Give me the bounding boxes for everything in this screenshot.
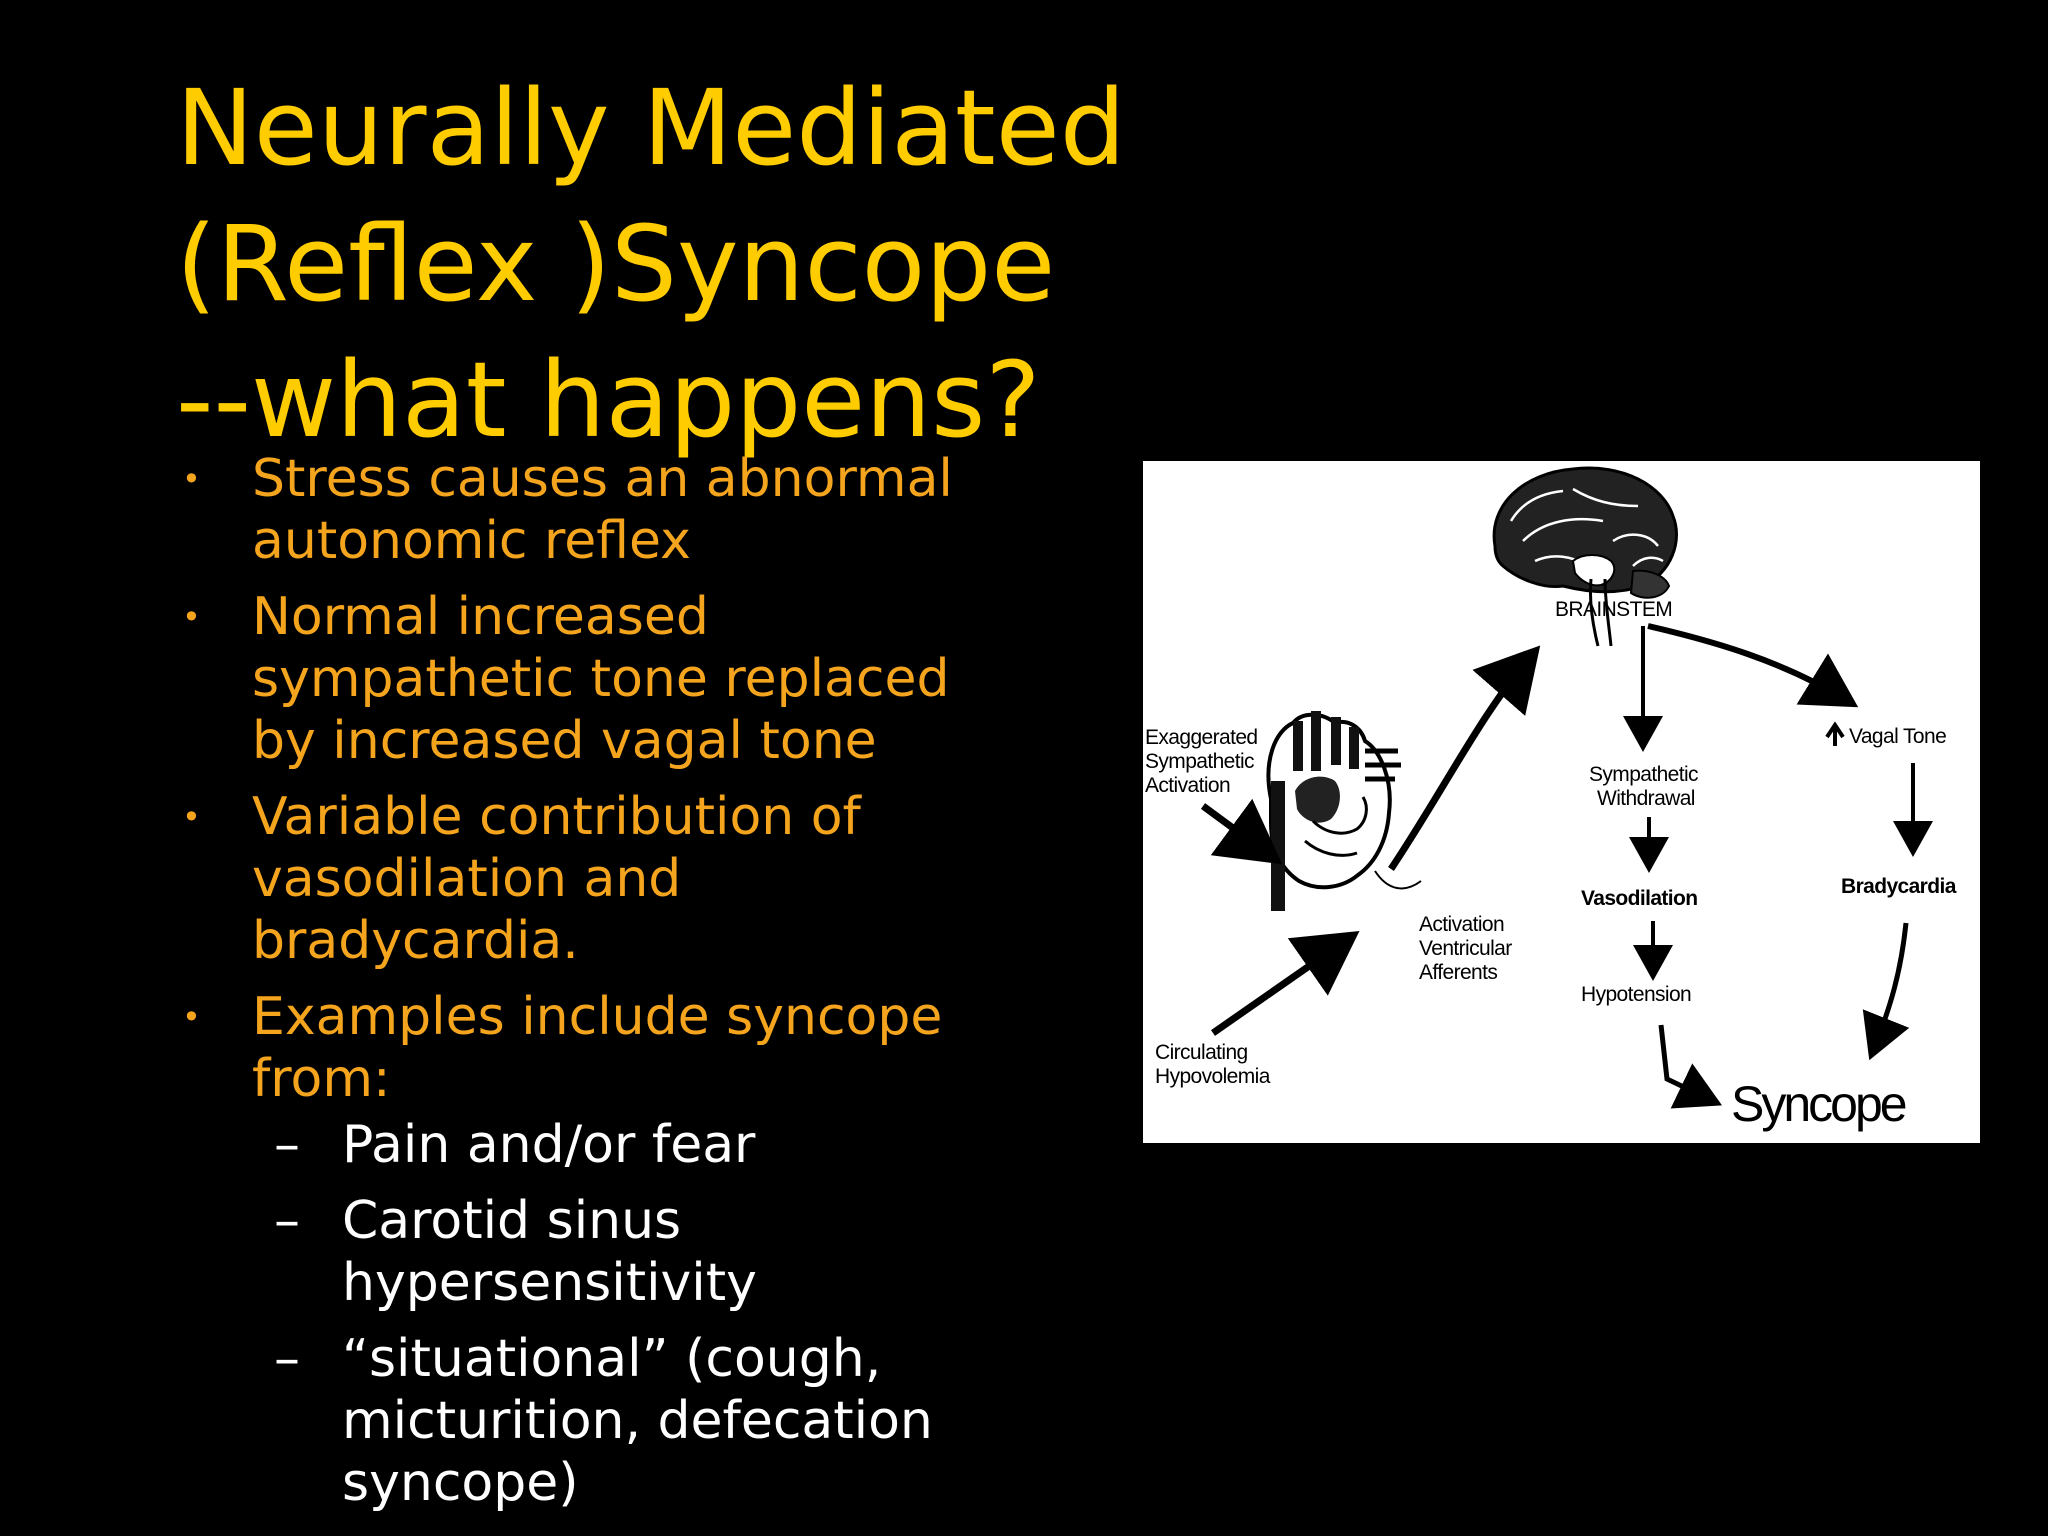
bullet-glyph: • xyxy=(182,598,201,636)
bullet-line: Examples include syncope xyxy=(252,987,943,1047)
bullet-item: • Variable contribution of vasodilation … xyxy=(180,786,1060,972)
activation-label: Ventricular xyxy=(1419,937,1512,960)
bullet-item: • Examples include syncope from: – Pain … xyxy=(180,986,1060,1514)
sub-bullet-item: – Pain and/or fear xyxy=(180,1114,1060,1176)
exaggerated-label: Activation xyxy=(1145,774,1230,797)
bullet-list: • Stress causes an abnormal autonomic re… xyxy=(180,448,1060,1528)
hypotension-label: Hypotension xyxy=(1581,983,1691,1006)
sub-bullet-item: – “situational” (cough, micturition, def… xyxy=(180,1328,1060,1514)
brainstem-label: BRAINSTEM xyxy=(1555,598,1672,621)
arrow xyxy=(1200,798,1283,865)
sub-bullet-line: hypersensitivity xyxy=(342,1253,757,1313)
bradycardia-label: Bradycardia xyxy=(1841,875,1957,898)
bullet-item: • Stress causes an abnormal autonomic re… xyxy=(180,448,1060,572)
syncope-label: Syncope xyxy=(1731,1076,1906,1132)
exaggerated-label: Exaggerated xyxy=(1145,726,1258,749)
sub-bullet-line: “situational” (cough, xyxy=(342,1329,882,1389)
up-arrow-icon xyxy=(1825,721,1845,746)
bullet-line: vasodilation and xyxy=(252,849,682,909)
arrow xyxy=(1211,931,1360,1036)
dash-glyph: – xyxy=(274,1115,300,1175)
arrow xyxy=(1658,1024,1723,1109)
sub-bullet-list: – Pain and/or fear – Carotid sinus hyper… xyxy=(180,1114,1060,1514)
bullet-line: Stress causes an abnormal xyxy=(252,449,953,509)
activation-label: Afferents xyxy=(1419,961,1497,984)
bullet-line: sympathetic tone replaced xyxy=(252,649,950,709)
sub-bullet-line: syncope) xyxy=(342,1453,579,1513)
circulating-label: Hypovolemia xyxy=(1155,1065,1271,1088)
sub-bullet-line: Carotid sinus xyxy=(342,1191,682,1251)
arrow xyxy=(1647,623,1859,708)
bullet-line: by increased vagal tone xyxy=(252,711,877,771)
sub-bullet-item: – Carotid sinus hypersensitivity xyxy=(180,1190,1060,1314)
bullet-glyph: • xyxy=(182,798,201,836)
withdrawal-label: Sympathetic xyxy=(1589,763,1698,786)
bullet-line: bradycardia. xyxy=(252,911,579,971)
bullet-line: from: xyxy=(252,1049,391,1109)
bullet-glyph: • xyxy=(182,460,201,498)
withdrawal-label: Withdrawal xyxy=(1597,787,1695,810)
arrow xyxy=(1388,645,1541,871)
syncope-diagram: BRAINSTEM Exaggerated Sympathetic Activa… xyxy=(1143,461,1980,1143)
bullet-glyph: • xyxy=(182,998,201,1036)
bullet-line: autonomic reflex xyxy=(252,511,691,571)
slide-title: Neurally Mediated (Reflex )Syncope --wha… xyxy=(176,60,1126,468)
bullet-line: Variable contribution of xyxy=(252,787,861,847)
title-line: Neurally Mediated xyxy=(176,67,1126,189)
circulating-label: Circulating xyxy=(1155,1041,1248,1064)
dash-glyph: – xyxy=(274,1329,300,1389)
title-line: --what happens? xyxy=(176,339,1041,461)
dash-glyph: – xyxy=(274,1191,300,1251)
diagram-svg: BRAINSTEM Exaggerated Sympathetic Activa… xyxy=(1145,466,1957,1132)
vagal-tone-label: Vagal Tone xyxy=(1849,725,1946,748)
sub-bullet-line: Pain and/or fear xyxy=(342,1115,756,1175)
bullet-item: • Normal increased sympathetic tone repl… xyxy=(180,586,1060,772)
activation-label: Activation xyxy=(1419,913,1504,936)
vasodilation-label: Vasodilation xyxy=(1581,887,1698,910)
exaggerated-label: Sympathetic xyxy=(1145,750,1254,773)
bullet-line: Normal increased xyxy=(252,587,709,647)
heart-icon xyxy=(1266,711,1422,911)
sub-bullet-line: micturition, defecation xyxy=(342,1391,933,1451)
title-line: (Reflex )Syncope xyxy=(176,203,1056,325)
arrow xyxy=(1862,922,1910,1061)
brain-icon xyxy=(1492,466,1678,647)
